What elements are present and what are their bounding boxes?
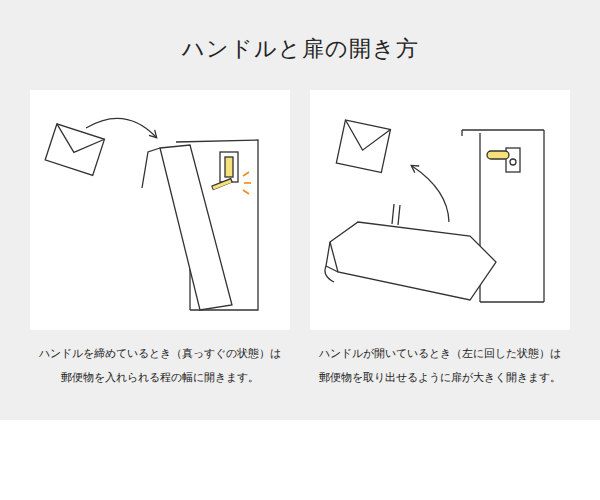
caption-text: ハンドルが開いているとき（左に回した状態）は 郵便物を取り出せるように扉が大きく… — [312, 342, 568, 390]
title: ハンドルと扉の開き方 — [0, 34, 600, 64]
background-band — [0, 0, 600, 420]
panel — [310, 90, 570, 330]
mailbox-closed-handle — [45, 118, 258, 310]
panel — [30, 90, 290, 330]
mailbox-open-handle — [325, 120, 544, 302]
caption-text: ハンドルを締めているとき（真っすぐの状態）は 郵便物を入れられる程の幅に開きます… — [32, 342, 288, 390]
